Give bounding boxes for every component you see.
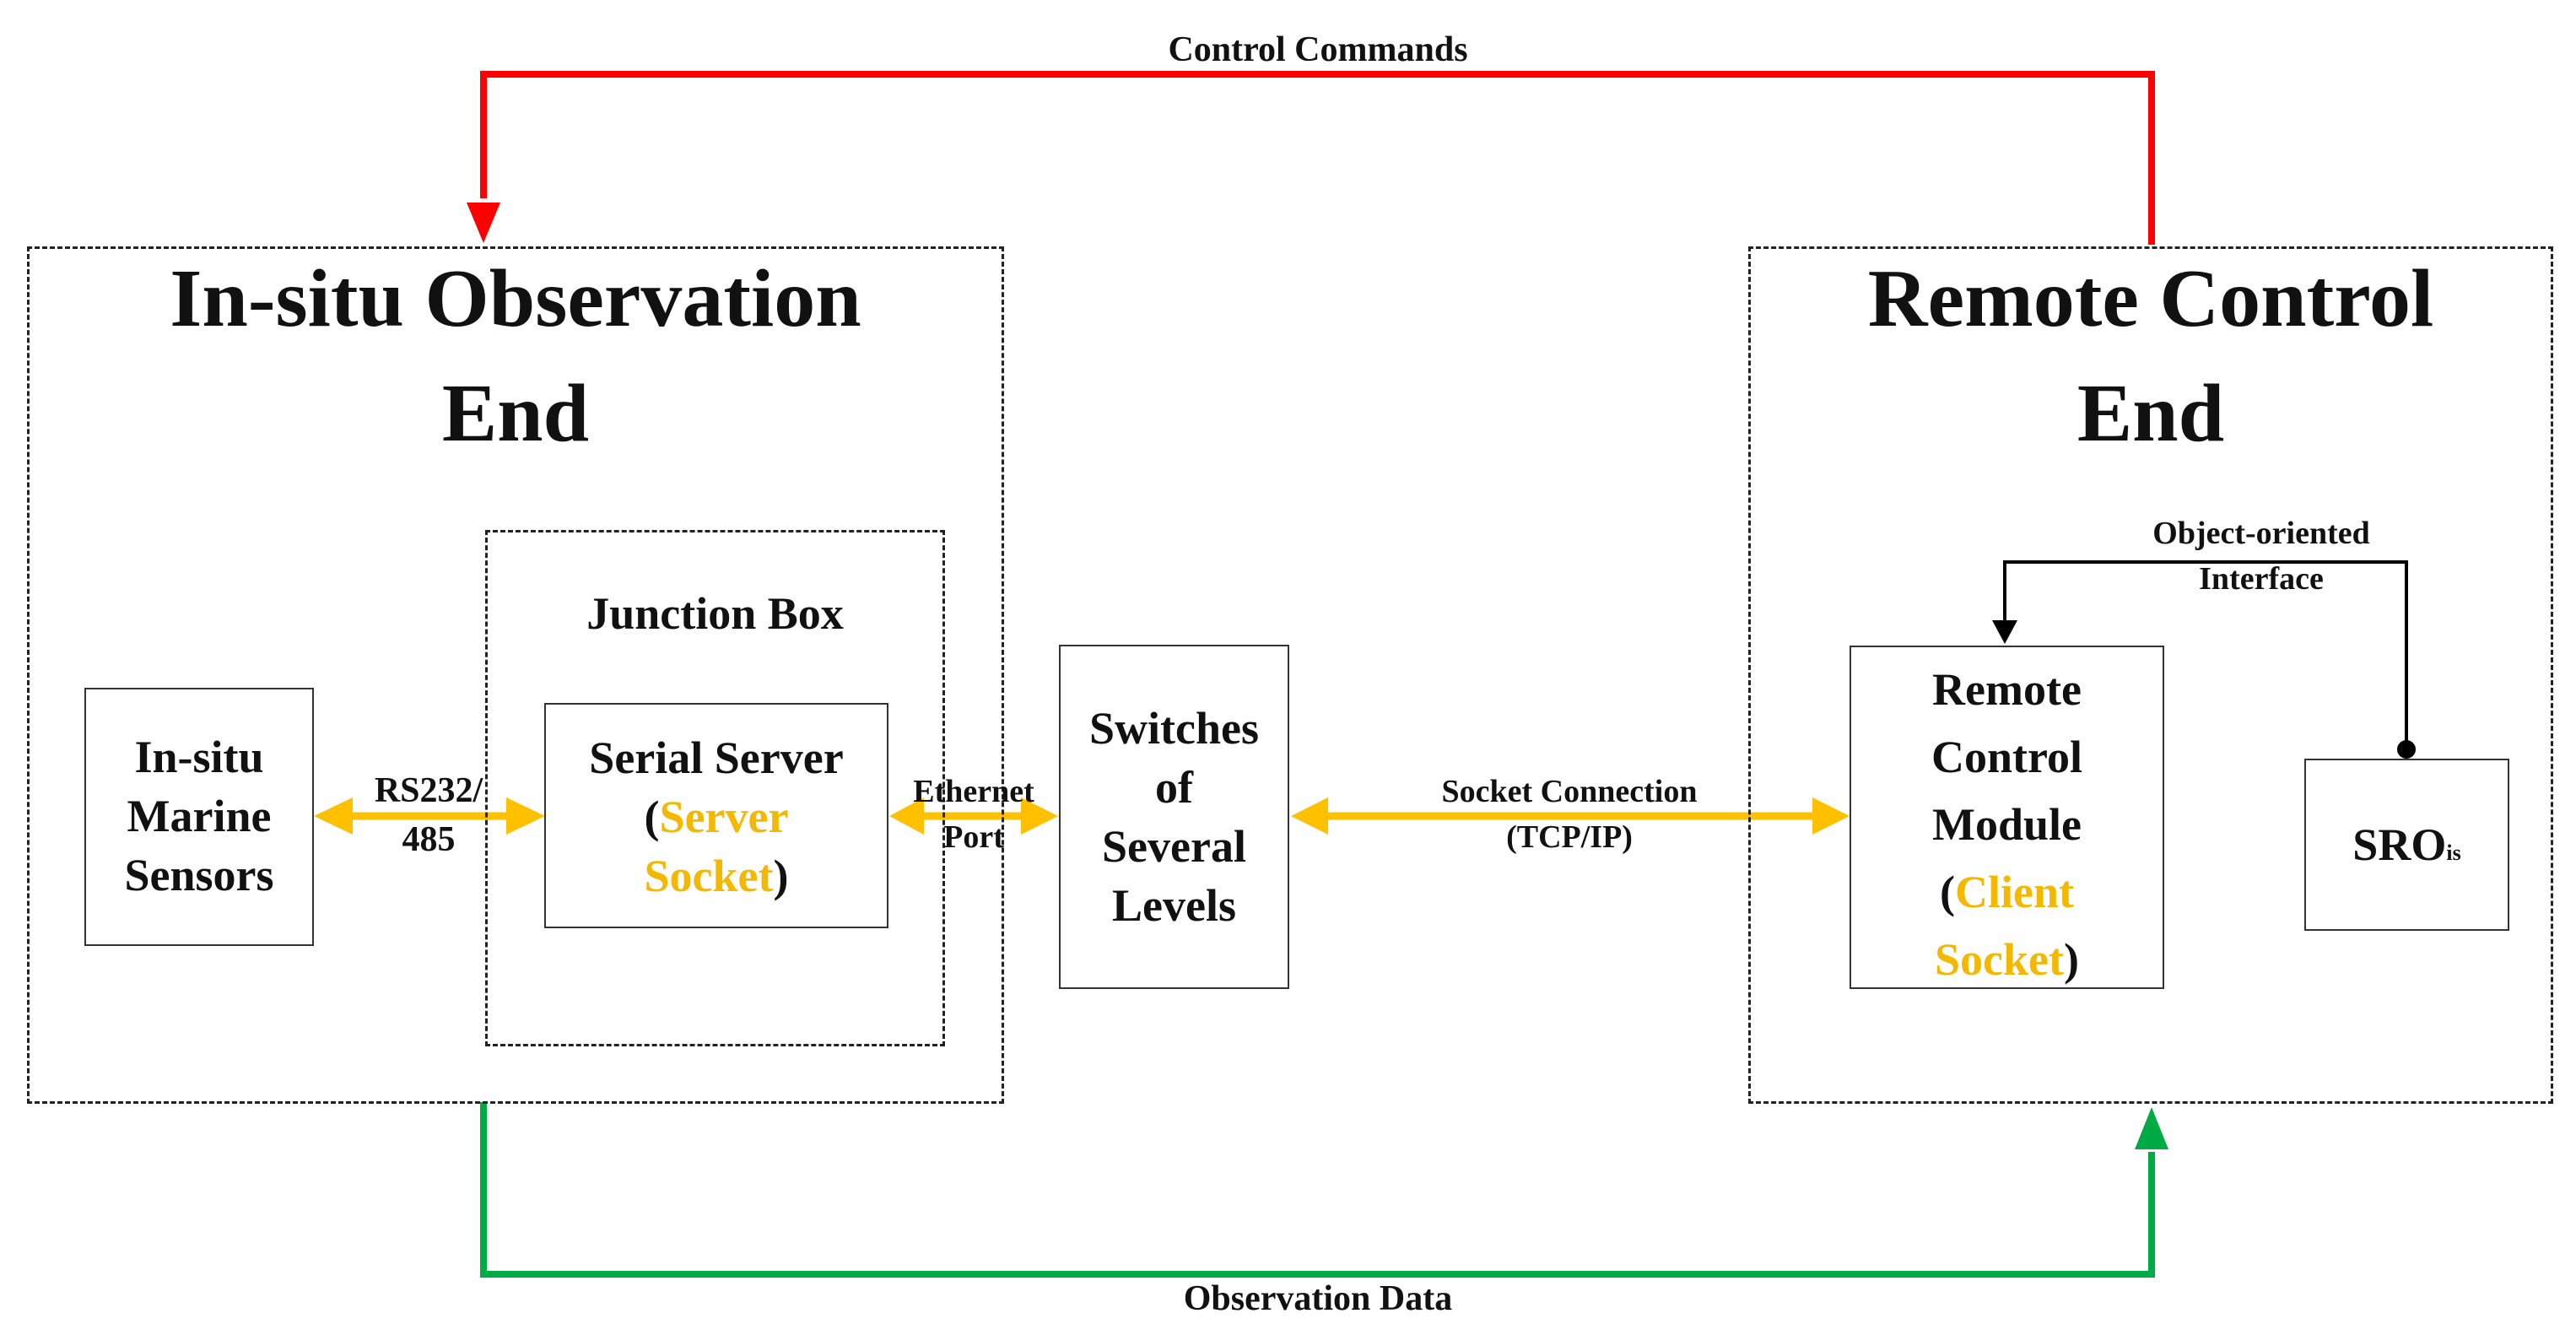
in-situ-marine-sensors-node (84, 688, 314, 946)
sro-node (2304, 759, 2509, 931)
interface-origin-dot (2397, 740, 2416, 759)
interface-arrowhead (1992, 620, 2017, 644)
remote-control-zone (1748, 246, 2553, 1104)
object-oriented-interface-label: Object-oriented Interface (2152, 516, 2370, 597)
observation-data-arrow (480, 1102, 2155, 1278)
in-situ-marine-sensors-label: In-situ Marine Sensors (124, 732, 274, 900)
ethernet-arrowhead-right (1021, 797, 1058, 835)
control-commands-arrowhead (467, 203, 500, 243)
rs232-arrowhead-left (314, 797, 353, 835)
junction-box-title: Junction Box (586, 588, 844, 639)
observation-data-label: Observation Data (1183, 1279, 1453, 1318)
control-commands-arrow (480, 71, 2155, 245)
control-commands-label: Control Commands (1168, 30, 1468, 69)
remote-zone-title: Remote Control End (1867, 253, 2434, 459)
ethernet-port-label: Ethernet Port (913, 774, 1034, 855)
in-situ-zone-title: In-situ Observation End (170, 253, 861, 459)
ethernet-arrowhead-left (889, 797, 924, 835)
socket-arrowhead-right (1812, 797, 1850, 835)
socket-connection-label: Socket Connection (TCP/IP) (1441, 774, 1698, 855)
rs232-arrowhead-right (506, 797, 545, 835)
serial-server-node (544, 703, 888, 928)
junction-box-zone (485, 530, 945, 1046)
interface-connector (2003, 560, 2408, 749)
switches-node (1059, 645, 1289, 989)
socket-arrowhead-left (1291, 797, 1328, 835)
switches-label: Switches of Several Levels (1089, 703, 1259, 931)
in-situ-observation-zone (27, 246, 1004, 1104)
remote-control-module-label: Remote Control Module (Client Socket) (1931, 664, 2082, 985)
remote-control-module-node (1850, 646, 2164, 989)
sro-label: SROis (2352, 819, 2461, 870)
serial-server-label: Serial Server (Server Socket) (589, 732, 844, 901)
rs232-label: RS232/ 485 (374, 771, 483, 859)
observation-data-arrowhead (2135, 1107, 2168, 1149)
